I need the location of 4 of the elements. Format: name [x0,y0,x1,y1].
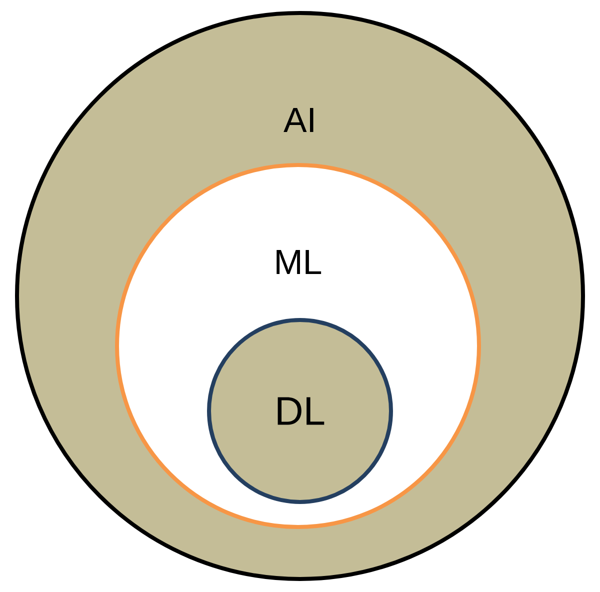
set-label: AI [284,108,314,132]
set-label: ML [276,250,322,274]
set-label: DL [278,397,324,425]
set-circle [207,318,393,504]
